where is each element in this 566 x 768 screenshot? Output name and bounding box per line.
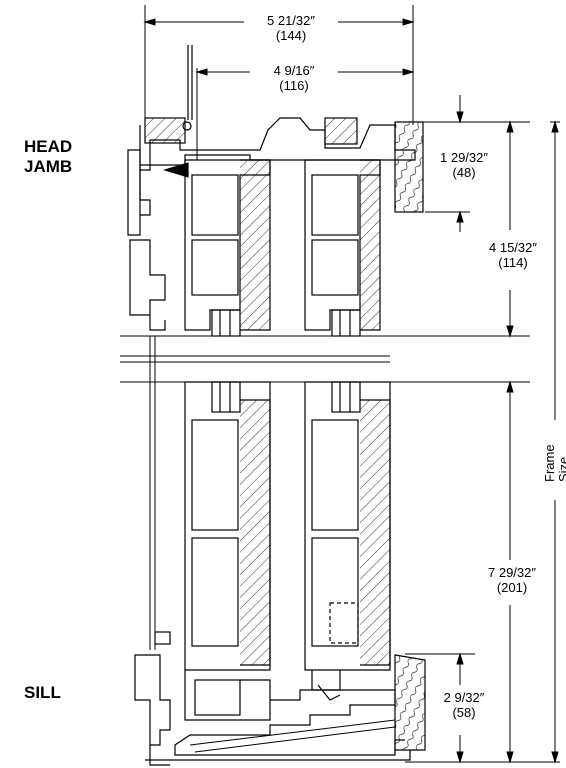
- dim-head-to-glass-imperial: 4 15/32″: [489, 240, 537, 255]
- dim-glass-to-sill-imperial: 7 29/32″: [488, 565, 536, 580]
- dim-head-to-glass-metric: (114): [498, 255, 528, 270]
- dim-glass-to-sill: 7 29/32″ (201): [472, 565, 552, 595]
- dim-sill-height: 2 9/32″ (58): [433, 690, 495, 720]
- glass-break-lines: [120, 335, 390, 650]
- dim-frame-size-line1: Frame: [543, 444, 557, 482]
- dim-frame-size-line2: Size: [556, 456, 566, 482]
- dim-overall-width: 5 21/32″ (144): [244, 13, 338, 43]
- dim-head-height-imperial: 1 29/32″: [440, 150, 488, 165]
- dim-head-height-metric: (48): [452, 165, 476, 180]
- dim-head-height: 1 29/32″ (48): [432, 150, 496, 180]
- head-jamb-section: [127, 45, 424, 331]
- dim-glass-to-sill-metric: (201): [496, 580, 528, 595]
- exterior-panel: [184, 159, 271, 671]
- sill-section: [134, 631, 426, 766]
- dim-panel-width: 4 9/16″ (116): [250, 63, 338, 93]
- dim-head-to-glass: 4 15/32″ (114): [476, 240, 550, 270]
- head-jamb-label-line1: HEAD: [24, 137, 73, 156]
- head-jamb-label: HEAD JAMB: [24, 137, 72, 177]
- dim-overall-width-metric: (144): [275, 28, 307, 43]
- dim-sill-height-imperial: 2 9/32″: [443, 690, 485, 705]
- dim-sill-height-metric: (58): [452, 705, 476, 720]
- dim-panel-width-imperial: 4 9/16″: [273, 63, 315, 78]
- dim-panel-width-metric: (116): [279, 78, 309, 93]
- dim-frame-size: Frame Size: [543, 420, 566, 482]
- head-jamb-label-line2: JAMB: [24, 157, 73, 176]
- dimension-lines: [143, 5, 560, 764]
- sill-label: SILL: [24, 683, 61, 702]
- interior-panel: [304, 159, 391, 671]
- dim-overall-width-imperial: 5 21/32″: [267, 13, 315, 28]
